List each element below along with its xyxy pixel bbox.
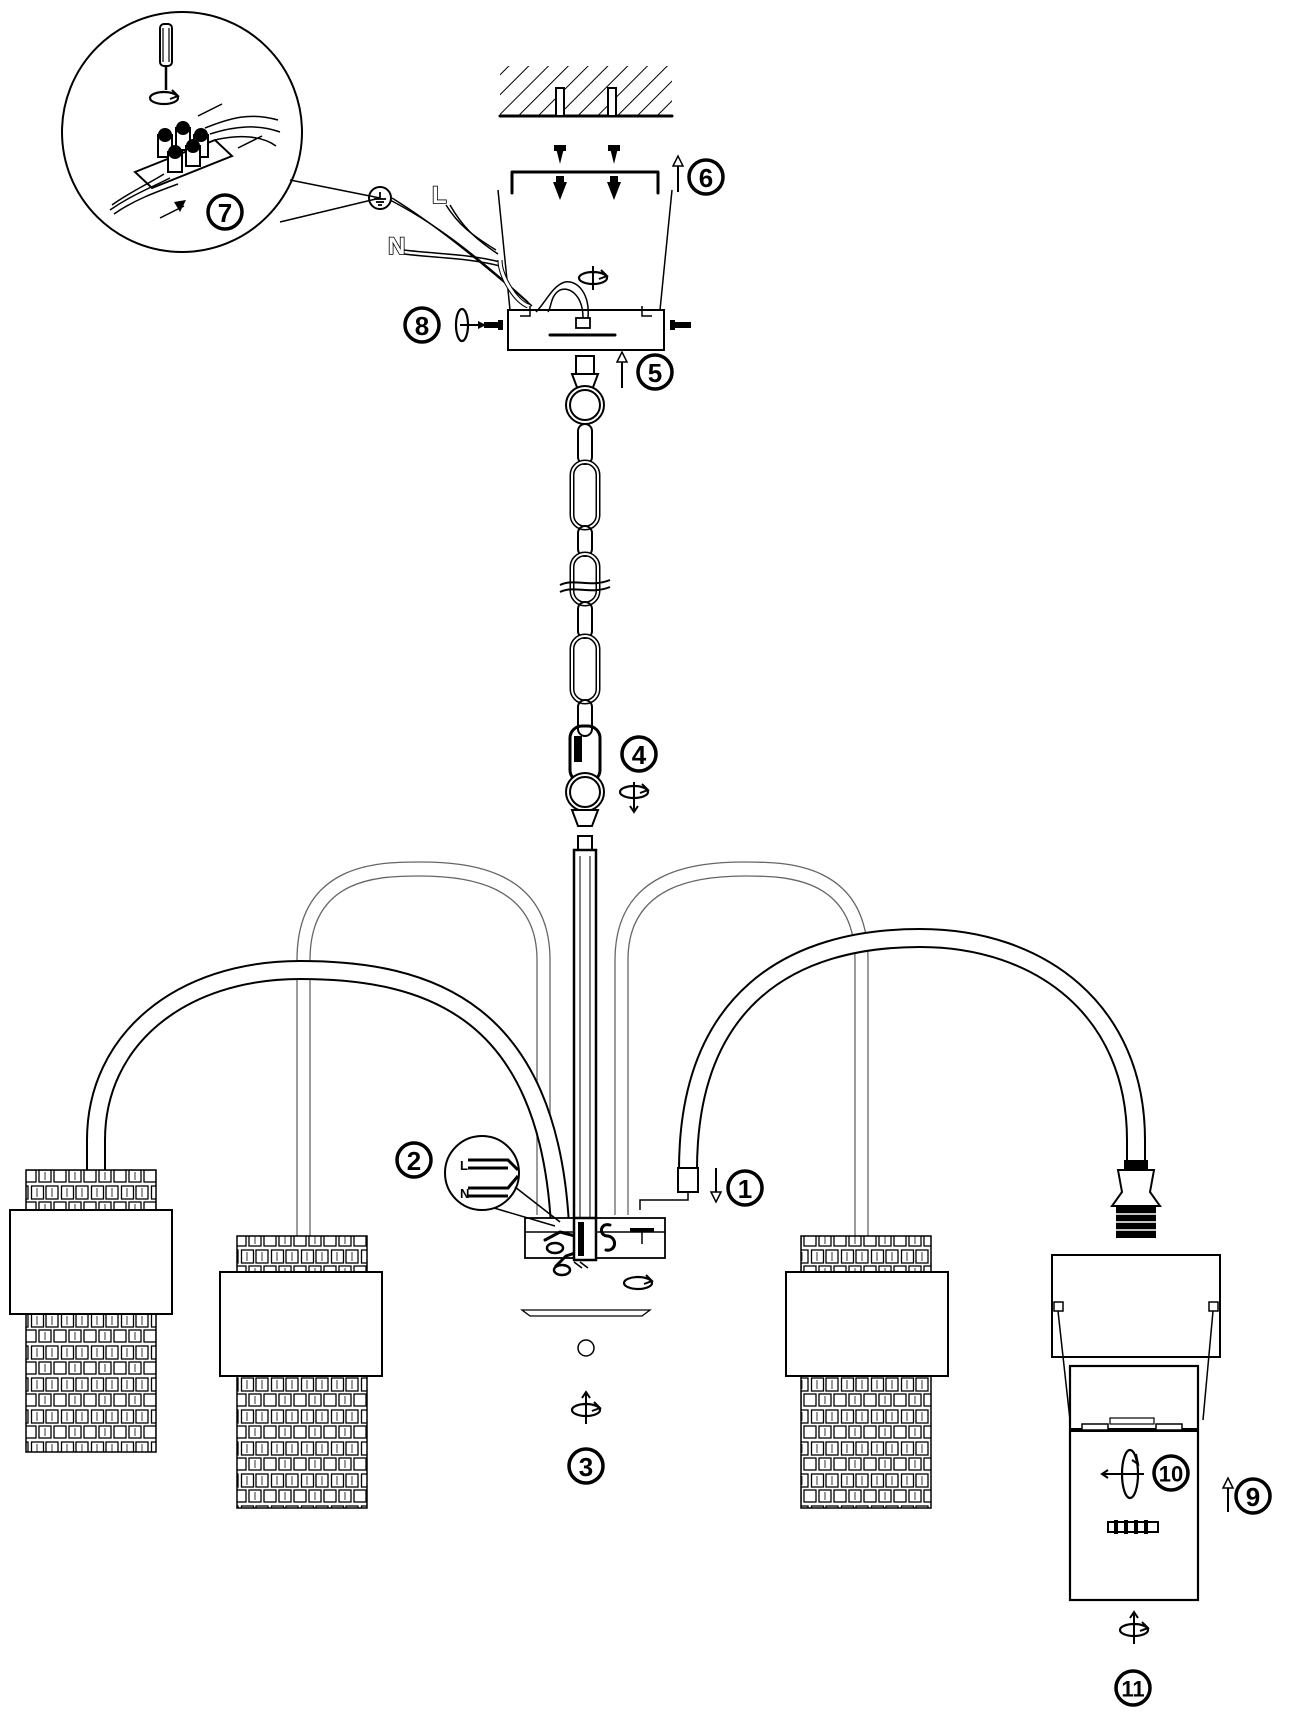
step-7-badge: 7 — [206, 193, 244, 231]
step-10-label: 10 — [1159, 1462, 1183, 1487]
svg-text:N: N — [460, 1186, 469, 1201]
step-4-label: 4 — [632, 740, 647, 770]
front-arm-left — [86, 959, 570, 1226]
step-2-badge: 2 — [395, 1141, 433, 1179]
shade-ring — [1107, 1520, 1159, 1534]
step-6-badge: 6 — [687, 158, 725, 196]
svg-text:L: L — [460, 1158, 468, 1173]
lamp-socket — [1110, 1160, 1162, 1238]
step-1-badge: 1 — [726, 1169, 764, 1207]
rotate-arrow-icon — [454, 307, 486, 343]
front-arm-right — [639, 927, 1146, 1210]
screw — [554, 145, 566, 164]
step-8-label: 8 — [415, 311, 429, 341]
junction-box — [524, 1216, 666, 1291]
step-8-badge: 8 — [403, 306, 441, 344]
step-7-label: 7 — [218, 198, 232, 228]
rear-arms — [296, 861, 869, 1238]
rotate-arrow-icon — [618, 782, 650, 814]
step-5-badge: 5 — [636, 353, 674, 391]
ceiling — [498, 66, 674, 118]
screw — [608, 145, 620, 164]
rotate-arrow-icon — [1118, 1610, 1150, 1644]
chain-icon — [559, 355, 650, 827]
step-9-label: 9 — [1246, 1482, 1260, 1512]
wire-connector-zoom: L N — [444, 1135, 561, 1227]
step-numbers: 1 2 3 4 5 6 7 8 — [206, 158, 1272, 1707]
step-4-badge: 4 — [620, 735, 658, 773]
step-10-badge: 10 — [1152, 1454, 1190, 1492]
up-arrow-icon — [1221, 1476, 1235, 1512]
step-11-badge: 11 — [1114, 1669, 1152, 1707]
step-1-label: 1 — [738, 1174, 752, 1204]
step-9-badge: 9 — [1234, 1477, 1272, 1515]
supply-wires: L N — [368, 181, 533, 309]
ceiling-hatch-icon — [500, 66, 672, 116]
lamp-shade-rear-left — [219, 1235, 383, 1509]
canopy — [472, 266, 691, 351]
rotate-arrow-icon — [577, 266, 609, 290]
step-2-label: 2 — [407, 1146, 421, 1176]
lamp-shade-front-left — [9, 1169, 173, 1453]
up-arrow-icon — [615, 350, 629, 388]
lamp-shade-rear-right — [785, 1235, 949, 1509]
bottom-finial — [520, 1309, 652, 1424]
down-arrow-icon — [709, 1168, 723, 1204]
canopy-screw-right — [670, 320, 691, 330]
up-arrow-icon — [671, 154, 685, 192]
direction-arrows — [454, 154, 1235, 1512]
wall-plug — [553, 176, 567, 200]
step-5-label: 5 — [648, 358, 662, 388]
live-wire-label: L — [432, 182, 447, 209]
step-3-badge: 3 — [567, 1447, 605, 1485]
step-3-label: 3 — [579, 1452, 593, 1482]
exploded-shade — [1051, 1254, 1221, 1644]
terminal-block-zoom — [61, 11, 381, 253]
center-stem — [572, 835, 598, 1230]
wall-plug — [607, 176, 621, 200]
rotate-arrow-icon — [1100, 1448, 1144, 1500]
terminal-posts — [157, 121, 209, 173]
step-6-label: 6 — [699, 163, 713, 193]
mounting-bracket — [497, 145, 673, 311]
neutral-wire-label: N — [388, 233, 405, 260]
step-11-label: 11 — [1121, 1677, 1144, 1702]
rotate-arrow-icon — [622, 1273, 654, 1291]
rotate-arrow-icon — [570, 1390, 602, 1424]
screwdriver-icon — [159, 23, 173, 90]
